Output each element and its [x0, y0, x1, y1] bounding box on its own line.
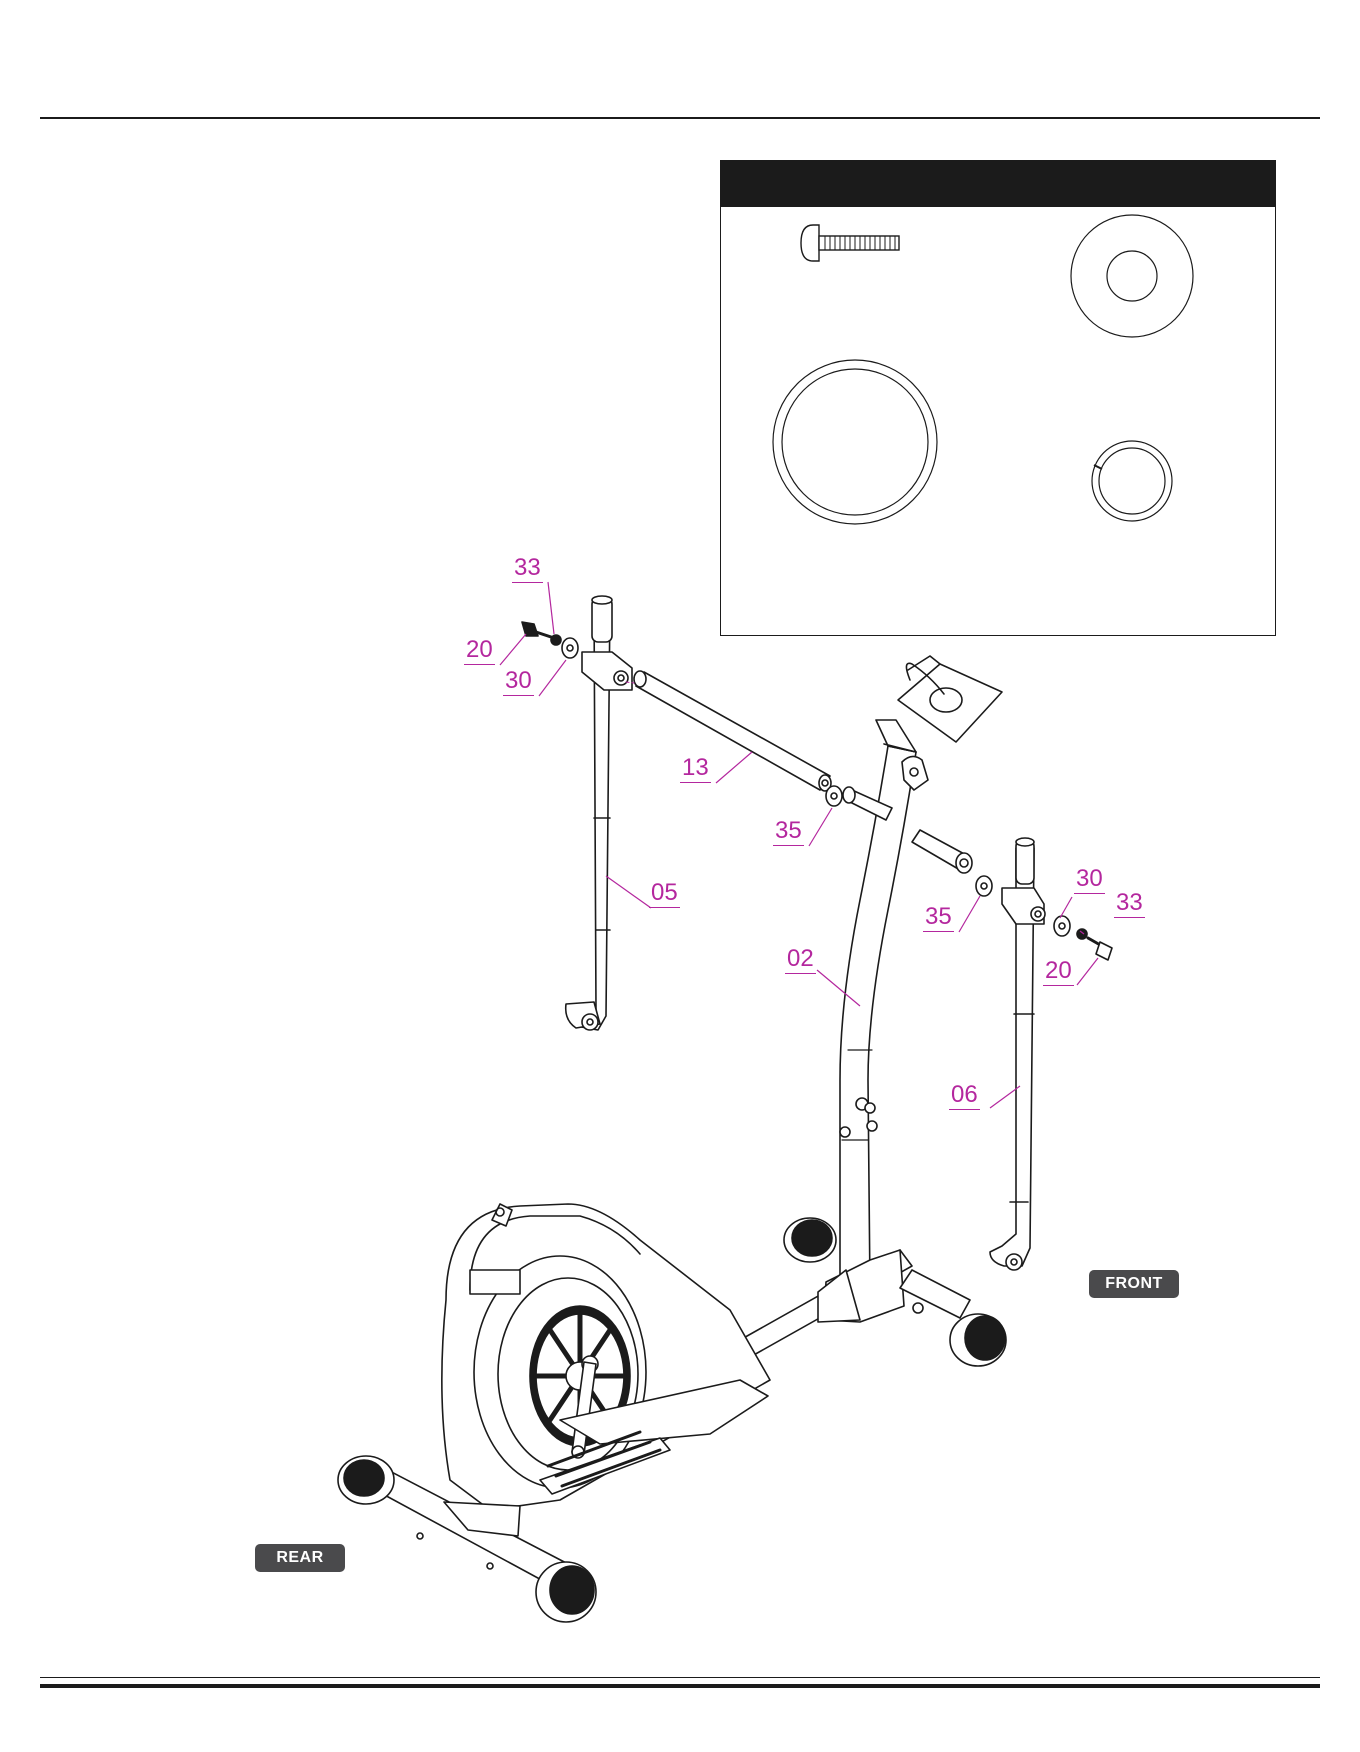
callout-30-right: 30	[1074, 866, 1105, 894]
left-bolt-set	[522, 622, 578, 658]
callout-06: 06	[949, 1082, 980, 1110]
rear-orientation-tag: REAR	[255, 1544, 345, 1572]
frame-base	[740, 1218, 1006, 1366]
right-handlebar-arm	[990, 838, 1045, 1270]
callout-33-left: 33	[512, 555, 543, 583]
callout-05: 05	[649, 880, 680, 908]
callout-35-right: 35	[923, 904, 954, 932]
callout-20-right: 20	[1043, 958, 1074, 986]
callout-30-left: 30	[503, 668, 534, 696]
flywheel-housing	[442, 1204, 770, 1510]
main-upright-mast	[840, 656, 1002, 1290]
front-orientation-tag: FRONT	[1089, 1270, 1179, 1298]
callout-33-right: 33	[1114, 890, 1145, 918]
callout-20-left: 20	[464, 637, 495, 665]
left-handlebar-arm	[566, 596, 632, 1030]
callout-13: 13	[680, 755, 711, 783]
right-bolt-set	[1054, 916, 1112, 960]
callout-35-left: 35	[773, 818, 804, 846]
left-axle-washer	[826, 786, 842, 806]
callout-02: 02	[785, 946, 816, 974]
right-axle-washer	[976, 876, 992, 896]
